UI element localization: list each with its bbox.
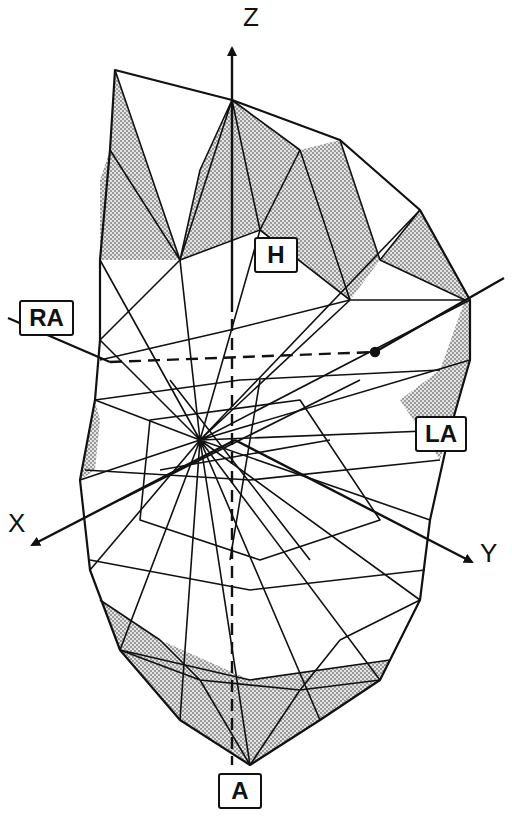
mesh-lines bbox=[80, 70, 470, 765]
box-label: LA bbox=[425, 422, 457, 446]
box-label: A bbox=[231, 779, 248, 803]
label-box: LA bbox=[415, 416, 467, 452]
box-label: RA bbox=[29, 306, 64, 330]
label-box: H bbox=[254, 237, 298, 273]
axis-label: Y bbox=[480, 540, 497, 566]
label-box: RA bbox=[19, 300, 74, 336]
axis-label: X bbox=[8, 510, 25, 536]
box-label: H bbox=[267, 243, 284, 267]
label-box: A bbox=[218, 773, 262, 809]
axis-label: Z bbox=[243, 4, 259, 30]
axis-lines bbox=[8, 48, 504, 765]
shaded-region bbox=[80, 70, 470, 765]
